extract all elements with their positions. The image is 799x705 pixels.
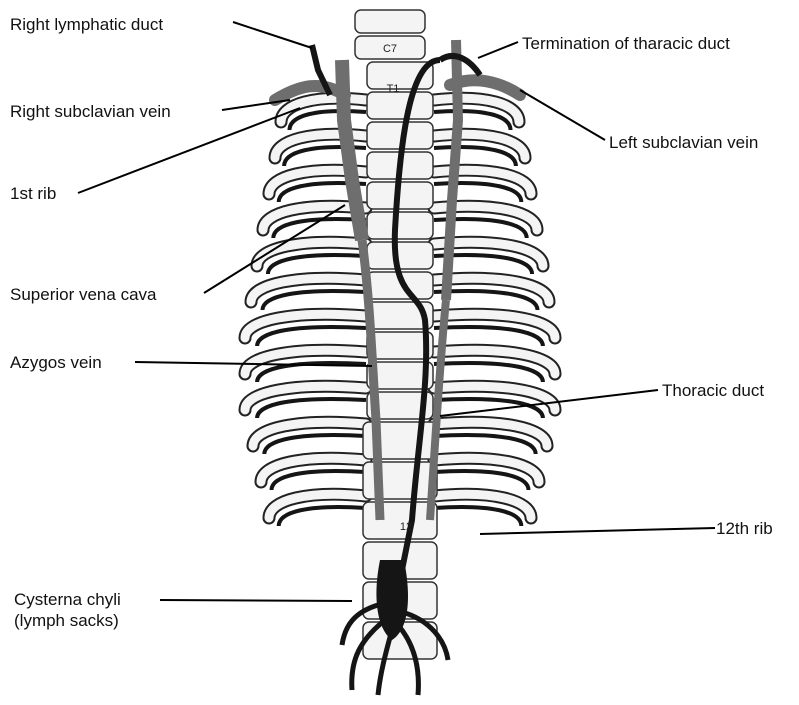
leader-cysterna-chyli: [160, 600, 352, 601]
vertebra-label-t12: 12: [400, 521, 412, 533]
vertebra-label-t1: T1: [387, 83, 400, 95]
label-left-subclavian-vein: Left subclavian vein: [609, 132, 758, 153]
label-superior-vena-cava: Superior vena cava: [10, 284, 156, 305]
intercostal-vessel-right: [434, 507, 521, 526]
intercostal-vessel-left: [290, 111, 367, 130]
intercostal-vessel-right: [434, 435, 536, 454]
label-right-subclavian-vein: Right subclavian vein: [10, 101, 171, 122]
intercostal-vessel-left: [257, 399, 366, 418]
label-lymph-sacks: (lymph sacks): [14, 610, 119, 631]
intercostal-vessel-left: [279, 507, 366, 526]
label-right-lymphatic-duct: Right lymphatic duct: [10, 14, 163, 35]
label-twelfth-rib: 12th rib: [716, 518, 773, 539]
label-first-rib: 1st rib: [10, 183, 56, 204]
intercostal-vessel-left: [272, 471, 367, 490]
intercostal-vessel-left: [263, 291, 367, 310]
intercostal-vessel-left: [264, 435, 366, 454]
label-cysterna-chyli: Cysterna chyli: [14, 589, 121, 610]
leader-termination-thoracic-duct: [478, 42, 518, 58]
intercostal-vessel-right: [434, 471, 529, 490]
vertebra: [367, 212, 433, 239]
intercostal-vessel-left: [268, 255, 366, 274]
intercostal-vessel-right: [434, 327, 543, 346]
vertebra: [355, 10, 425, 33]
vertebra: [367, 242, 433, 269]
leader-right-lymphatic-duct: [233, 22, 312, 48]
intercostal-vessel-left: [257, 327, 366, 346]
intercostal-vessel-right: [434, 111, 511, 130]
label-thoracic-duct: Thoracic duct: [662, 380, 764, 401]
vertebra: [367, 92, 433, 119]
leader-left-subclavian-vein: [520, 90, 605, 140]
intercostal-vessel-right: [434, 363, 543, 382]
leader-twelfth-rib: [480, 528, 715, 534]
vertebra-label-c7: C7: [383, 43, 397, 55]
label-azygos-vein: Azygos vein: [10, 352, 102, 373]
intercostal-vessel-right: [434, 147, 516, 166]
label-termination-thoracic-duct: Termination of tharacic duct: [522, 33, 730, 54]
